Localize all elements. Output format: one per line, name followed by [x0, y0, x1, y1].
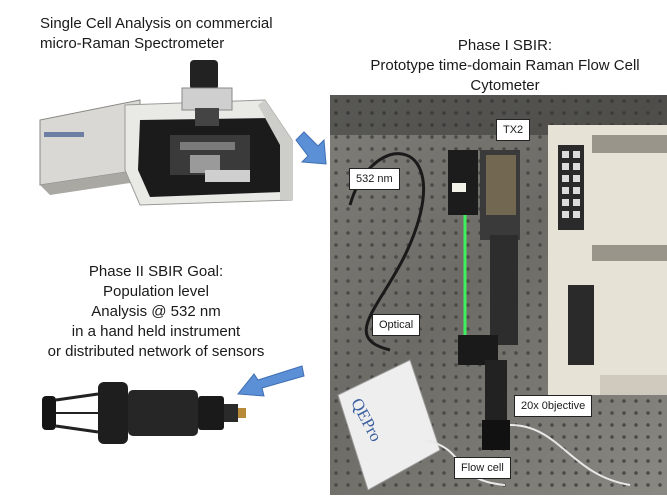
micro-raman-spectrometer-image: [39, 60, 293, 206]
flow-cytometer-photo: TX2 532 nm Optical 20x 0bjective Flow ce…: [330, 95, 667, 495]
caption-line: Analysis @ 532 nm: [91, 303, 221, 320]
caption-line: micro-Raman Spectrometer: [40, 35, 225, 52]
tx2-label: TX2: [496, 119, 531, 141]
caption-line: Population level: [103, 283, 209, 300]
arrow-left-down-icon: [237, 365, 305, 397]
caption-line: Phase II SBIR Goal:: [88, 263, 224, 280]
caption-line: Prototype time-domain Raman Flow Cell: [370, 57, 640, 74]
handheld-instrument-image: [42, 382, 246, 444]
arrow-right-down-icon: [295, 131, 327, 165]
objective-label: 20x 0bjective: [514, 395, 593, 417]
caption-line: Single Cell Analysis on commercial: [40, 15, 273, 32]
spectrometer-caption: Single Cell Analysis on commercial micro…: [40, 14, 273, 54]
caption-line: in a hand held instrument: [71, 323, 241, 340]
optical-label: Optical: [372, 314, 421, 336]
caption-line: Phase I SBIR:: [457, 37, 553, 54]
laser-532nm-label: 532 nm: [349, 168, 400, 190]
phase2-caption: Phase II SBIR Goal: Population level Ana…: [8, 262, 304, 362]
caption-line: or distributed network of sensors: [47, 343, 265, 360]
flow-cell-label: Flow cell: [454, 457, 511, 479]
caption-line: Cytometer: [470, 77, 540, 94]
phase1-caption: Phase I SBIR: Prototype time-domain Rama…: [340, 36, 667, 96]
photo-scene: [330, 95, 667, 491]
